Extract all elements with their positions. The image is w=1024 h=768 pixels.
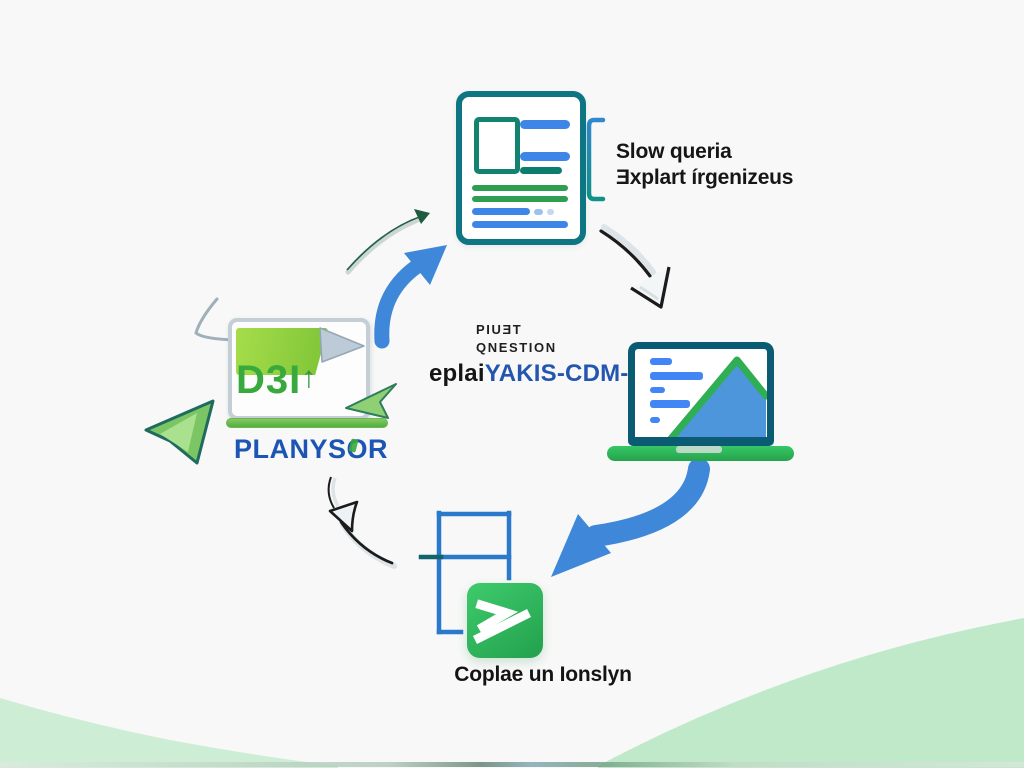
brand-part1: PLANYS: [234, 434, 347, 464]
center-note: PIUƎT QNESTION: [476, 321, 557, 356]
sheet-glyph-icon: [472, 599, 532, 645]
sheet-caption: Coplae un Ionslyn: [454, 663, 632, 686]
center-note-line1: PIUƎT: [476, 322, 523, 337]
document-caption-line1: Slow queria: [616, 140, 732, 163]
laptop-list-bar: [650, 372, 703, 380]
document-line: [472, 221, 568, 228]
headline-blue: YAKIS-CDM-: [484, 360, 629, 387]
logo-screen: [236, 328, 328, 375]
document-line: [520, 167, 562, 174]
logo-reply-icon: [345, 383, 397, 419]
laptop-list-bar: [650, 387, 665, 393]
green-plane-icon: [144, 399, 215, 465]
logo-squiggle: [194, 297, 238, 342]
logo-wordmark: D3I↑: [236, 360, 316, 400]
sheet-app-icon: [467, 583, 543, 658]
brand-part3: R: [368, 434, 389, 464]
document-line: [547, 209, 554, 215]
logo-block: D3I↑ PLANYSOR: [226, 314, 402, 472]
laptop-list-bar: [650, 400, 690, 408]
center-headline: eplaiYAKIS-CDM-: [429, 360, 629, 388]
logo-send-icon: [319, 327, 365, 363]
document-line: [472, 208, 530, 215]
wave-right: [598, 618, 1024, 768]
logo-base: [226, 418, 388, 428]
sketch-arrow-down-icon: [599, 224, 671, 309]
blue-arrow-up-icon: [374, 245, 447, 349]
laptop-icon: [628, 342, 774, 446]
document-line: [520, 120, 570, 129]
laptop-list-bar: [650, 358, 672, 365]
document-caption: Slow queria Ǝxplart írgenizeus: [616, 139, 836, 190]
document-thumbnail: [474, 117, 520, 174]
logo-wordmark-text: D3I: [236, 358, 302, 402]
center-note-line2: QNESTION: [476, 339, 557, 355]
headline-black: eplai: [429, 360, 485, 387]
up-arrow-icon: ↑: [301, 361, 317, 394]
document-line: [472, 196, 568, 202]
bottom-edge-strip: [0, 762, 1024, 767]
laptop-base: [607, 446, 794, 461]
document-line: [534, 209, 543, 215]
laptop-hinge-notch: [676, 446, 722, 453]
document-line: [472, 185, 568, 191]
table-grid-icon: [418, 510, 512, 635]
laptop-chart-icon: [667, 356, 767, 437]
laptop-list-bar: [650, 417, 660, 423]
brand-text: PLANYSOR: [234, 434, 388, 465]
document-caption-line2: Ǝxplart írgenizeus: [616, 165, 794, 189]
document-icon: [456, 91, 586, 245]
blue-arrow-down-icon: [551, 458, 710, 577]
wave-left: [0, 698, 338, 768]
pencil-arrow-icon: [345, 209, 430, 275]
document-line: [520, 152, 570, 161]
sketch-arrow-left-icon: [327, 476, 397, 569]
document-bracket-icon: [586, 117, 606, 202]
